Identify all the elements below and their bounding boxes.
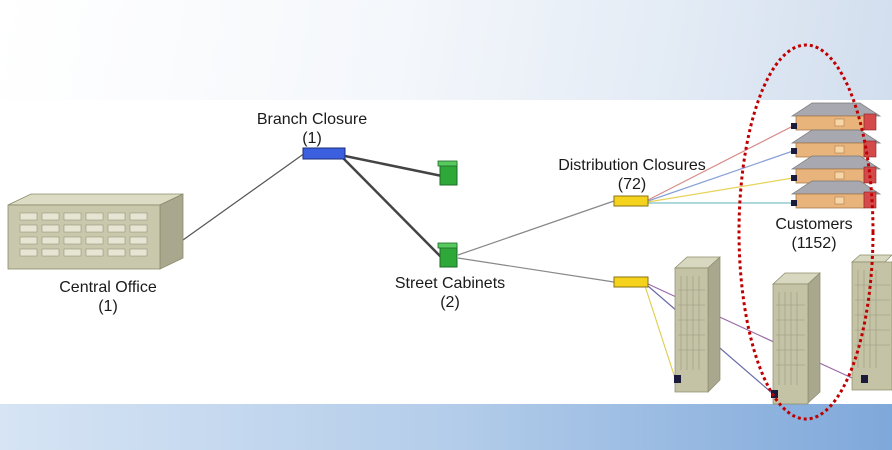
branch-closure-icon xyxy=(302,147,346,160)
house-icon-1 xyxy=(790,102,882,131)
link-dist-house-1 xyxy=(647,125,794,201)
central-office-name: Central Office xyxy=(59,279,157,296)
customers-count: (1152) xyxy=(791,235,837,252)
customers-label: Customers (1152) xyxy=(747,215,881,253)
central-office-count: (1) xyxy=(98,298,118,315)
distribution-closures-label: Distribution Closures (72) xyxy=(508,156,756,194)
branch-closure-label: Branch Closure (1) xyxy=(220,110,404,148)
house-icon-4 xyxy=(790,180,882,209)
street-cabinets-name: Street Cabinets xyxy=(394,275,506,292)
link-dist-house-2 xyxy=(647,150,794,202)
apartment-building-icon-2 xyxy=(771,272,821,405)
link-branch-cabinet-1 xyxy=(344,154,443,178)
street-cabinet-icon-1 xyxy=(437,160,458,186)
customers-name: Customers xyxy=(775,216,853,233)
customers-highlight-ellipse xyxy=(737,43,875,421)
distribution-closures-name: Distribution Closures xyxy=(558,157,706,174)
link-dist-bldg-1 xyxy=(644,285,676,379)
distribution-closures-count: (72) xyxy=(617,176,647,193)
link-cabinet-dist-1 xyxy=(457,200,615,256)
link-cabinet-dist-2 xyxy=(457,257,615,283)
link-co-branch xyxy=(182,152,306,241)
footer-band xyxy=(0,404,892,450)
street-cabinets-label: Street Cabinets (2) xyxy=(352,274,548,312)
branch-closure-name: Branch Closure xyxy=(256,111,368,128)
house-icon-3 xyxy=(790,155,882,184)
link-dist-house-3 xyxy=(647,177,794,203)
distribution-closure-icon-1 xyxy=(613,195,649,207)
apartment-building-icon-1 xyxy=(674,256,721,393)
street-cabinets-count: (2) xyxy=(440,294,460,311)
central-office-icon xyxy=(7,193,184,270)
distribution-closure-icon-2 xyxy=(613,276,649,288)
link-branch-cabinet-2 xyxy=(342,157,443,259)
central-office-label: Central Office (1) xyxy=(18,278,198,316)
header-band xyxy=(0,0,892,100)
apartment-building-icon-3 xyxy=(851,254,892,391)
branch-closure-count: (1) xyxy=(302,130,322,147)
house-icon-2 xyxy=(790,129,882,158)
street-cabinet-icon-2 xyxy=(437,242,458,268)
